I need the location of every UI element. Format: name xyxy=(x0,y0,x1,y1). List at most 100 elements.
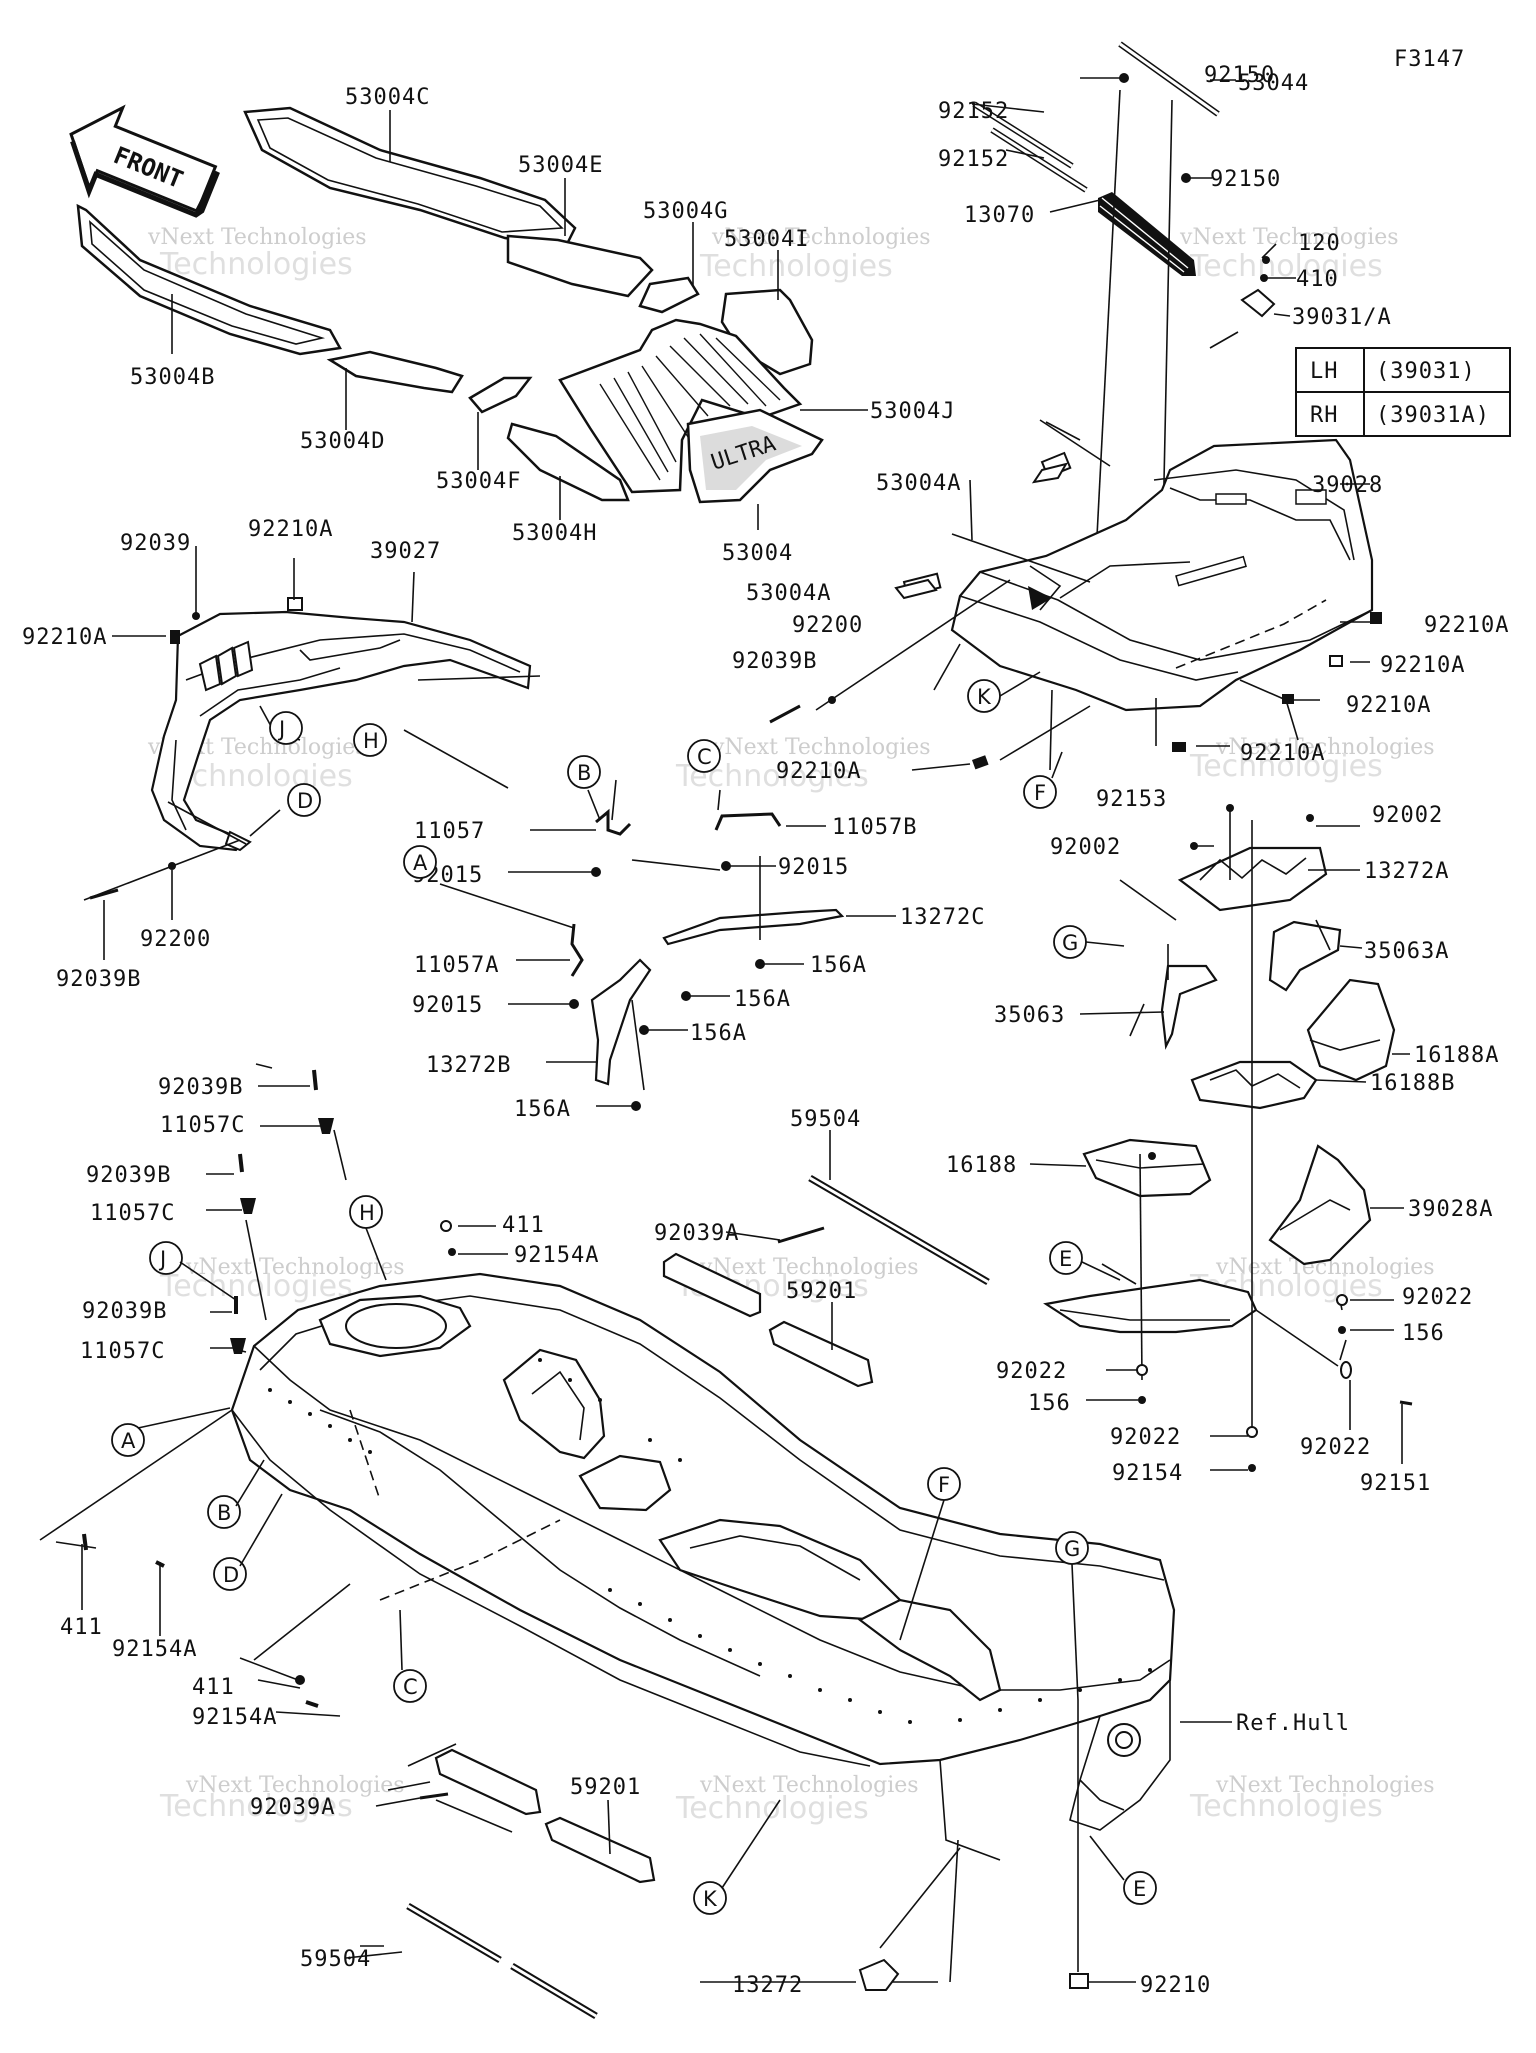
bottom-strip-leaders xyxy=(345,1797,611,1959)
label-92210: 92210 xyxy=(1140,1973,1211,1998)
svg-text:D: D xyxy=(223,1563,239,1587)
label-92154A-c: 92154A xyxy=(192,1705,277,1730)
label-92022-b: 92022 xyxy=(996,1359,1067,1384)
label-53004: 53004 xyxy=(722,541,793,566)
svg-text:B: B xyxy=(577,761,591,785)
label-92153: 92153 xyxy=(1096,787,1167,812)
figure-code: F3147 xyxy=(1394,47,1465,72)
callouts: J H D B C A K F G E H J A B D C F G K E xyxy=(111,679,1157,1915)
label-11057A: 11057A xyxy=(414,953,499,978)
callout-d-top: D xyxy=(287,783,321,817)
svg-text:F: F xyxy=(938,1473,950,1497)
label-13272A: 13272A xyxy=(1364,859,1449,884)
watermark-text: vNext Technologies xyxy=(1215,735,1435,760)
label-11057C-c: 11057C xyxy=(80,1339,165,1364)
label-11057B: 11057B xyxy=(832,815,917,840)
mat-53004E xyxy=(506,234,654,298)
label-53004D: 53004D xyxy=(300,429,385,454)
label-92150-top: 92150 xyxy=(1204,63,1275,88)
label-53004C: 53004C xyxy=(345,85,430,110)
label-59504-b: 59504 xyxy=(300,1947,371,1972)
callout-h-hull: H xyxy=(349,1195,383,1229)
label-92210A-l1: 92210A xyxy=(248,517,333,542)
mat-leaders xyxy=(171,110,868,530)
label-410: 410 xyxy=(1296,267,1339,292)
watermark-text: Technologies xyxy=(1189,1789,1383,1824)
watermark-text: vNext Technologies xyxy=(711,225,931,250)
hull-rivets xyxy=(268,1358,1152,1724)
label-156A-c: 156A xyxy=(690,1021,747,1046)
svg-text:A: A xyxy=(413,851,428,875)
label-11057C-a: 11057C xyxy=(160,1113,245,1138)
label-156A-b: 156A xyxy=(734,987,791,1012)
label-92015-c: 92015 xyxy=(412,993,483,1018)
svg-text:C: C xyxy=(697,745,712,769)
label-156A-d: 156A xyxy=(514,1097,571,1122)
label-92210A-r3: 92210A xyxy=(1346,693,1431,718)
label-ref-hull: Ref.Hull xyxy=(1236,1711,1350,1736)
label-92154A-b: 92154A xyxy=(112,1637,197,1662)
svg-text:J: J xyxy=(277,717,285,741)
label-39028: 39028 xyxy=(1312,473,1383,498)
label-39031A: 39031/A xyxy=(1292,305,1392,330)
svg-text:A: A xyxy=(121,1429,136,1453)
label-53004A-a: 53004A xyxy=(876,471,961,496)
callout-c-hull: C xyxy=(393,1669,427,1703)
mat-53004D xyxy=(326,350,464,394)
label-92210A-r1: 92210A xyxy=(1424,613,1509,638)
left-fastener-leaders xyxy=(206,1063,347,1353)
svg-text:B: B xyxy=(217,1501,231,1525)
label-59504-a: 59504 xyxy=(790,1107,861,1132)
callout-j-hull: J xyxy=(149,1241,183,1275)
label-92002-a: 92002 xyxy=(1050,835,1121,860)
label-92039B-l: 92039B xyxy=(56,967,141,992)
label-53044: 53044 xyxy=(1238,71,1309,96)
front-arrow-icon: FRONT xyxy=(69,104,220,218)
callout-b-hull: B xyxy=(207,1495,241,1529)
label-156A-a: 156A xyxy=(810,953,867,978)
watermark-text: vNext Technologies xyxy=(147,225,367,250)
label-16188B: 16188B xyxy=(1370,1071,1455,1096)
label-53004B: 53004B xyxy=(130,365,215,390)
watermark-text: Technologies xyxy=(159,1789,353,1824)
svg-text:J: J xyxy=(158,1247,166,1271)
mat-53004F xyxy=(468,376,533,414)
mat-53004 xyxy=(686,408,824,504)
watermark-text: vNext Technologies xyxy=(711,735,931,760)
label-13272B: 13272B xyxy=(426,1053,511,1078)
svg-text:E: E xyxy=(1059,1247,1072,1271)
watermark-text: Technologies xyxy=(159,1269,353,1304)
label-92152-a: 92152 xyxy=(938,99,1009,124)
deck-leaders xyxy=(815,419,1370,771)
callout-e-hull: E xyxy=(1123,1871,1157,1905)
label-92022-a: 92022 xyxy=(1402,1285,1473,1310)
hull-ref xyxy=(230,1272,1176,1861)
mat-53004I xyxy=(720,288,814,376)
top-right-strips xyxy=(972,41,1276,318)
callout-f-hull: F xyxy=(927,1467,961,1501)
label-92151: 92151 xyxy=(1360,1471,1431,1496)
engine-cover-leaders xyxy=(1029,810,1410,1436)
table-part-lh: (39031) xyxy=(1376,359,1476,384)
callout-f-top: F xyxy=(1023,775,1057,809)
side-panel-leaders xyxy=(83,546,509,901)
side-table: LH (39031) RH (39031A) xyxy=(1295,347,1511,437)
watermarks: vNext Technologies Technologies vNext Te… xyxy=(147,225,1435,1826)
foot-mats: ULTRA xyxy=(76,106,824,504)
label-156-b: 156 xyxy=(1028,1391,1071,1416)
label-411-c: 411 xyxy=(192,1675,235,1700)
label-92039B-m: 92039B xyxy=(732,649,817,674)
watermark-text: Technologies xyxy=(1189,749,1383,784)
svg-text:G: G xyxy=(1064,1537,1080,1561)
label-92200-l: 92200 xyxy=(140,927,211,952)
table-part-rh: (39031A) xyxy=(1376,403,1490,428)
callout-j-top: J xyxy=(269,711,303,745)
mat-53004C xyxy=(243,106,577,250)
watermark-text: vNext Technologies xyxy=(1179,225,1399,250)
callout-b-top: B xyxy=(567,755,601,789)
label-411-b: 411 xyxy=(60,1615,103,1640)
watermark-text: vNext Technologies xyxy=(1215,1773,1435,1798)
label-92210A-r4: 92210A xyxy=(1240,741,1325,766)
mat-53004B xyxy=(76,203,342,356)
